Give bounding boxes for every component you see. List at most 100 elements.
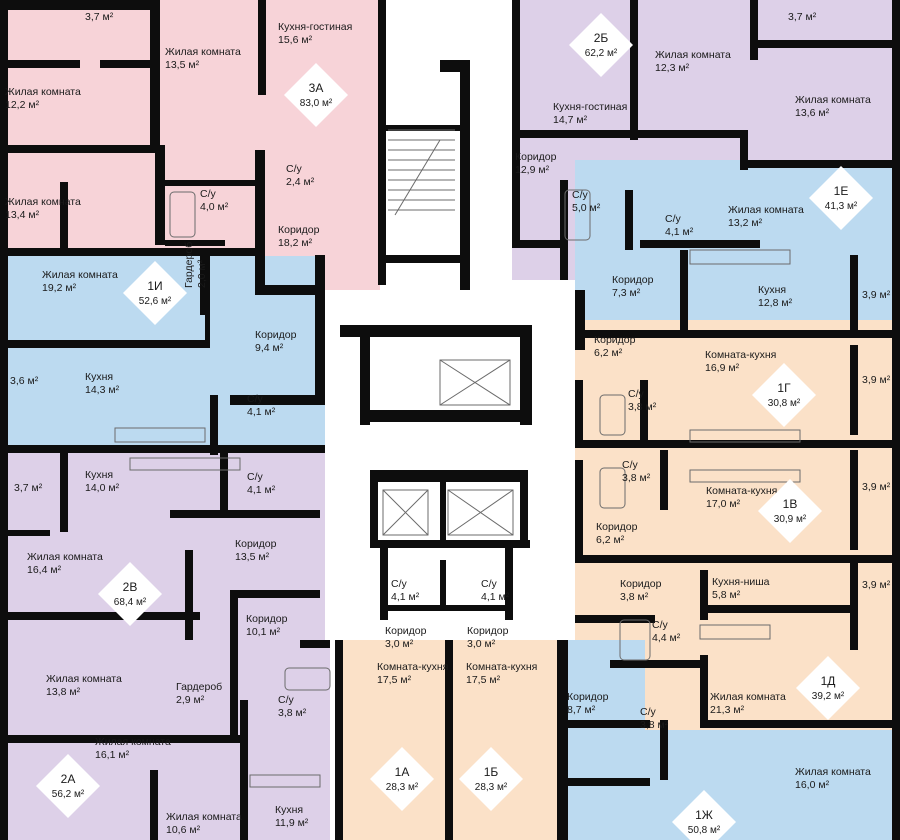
- wall-31: [230, 590, 238, 740]
- room-label: С/у4,4 м²: [652, 619, 681, 644]
- wall-63: [610, 660, 700, 668]
- wall-71: [445, 640, 453, 840]
- wall-1: [892, 0, 900, 840]
- room-area: 12,9 м²: [515, 164, 550, 176]
- room-name: Коридор: [594, 334, 636, 346]
- apartment-fill-6: [575, 320, 900, 440]
- wall-19: [230, 395, 325, 405]
- apartment-code: 1Г: [777, 381, 791, 395]
- wall-82: [380, 540, 388, 620]
- wall-50: [850, 255, 858, 335]
- room-area: 2,9 м²: [176, 694, 205, 706]
- room-name: Коридор: [620, 578, 662, 590]
- room-name: Коридор: [255, 329, 297, 341]
- wall-48: [575, 290, 585, 350]
- bathtub: [564, 189, 591, 241]
- wall-11: [165, 180, 255, 186]
- wall-69: [560, 778, 650, 786]
- wall-77: [375, 470, 525, 482]
- kitchen-counter: [689, 249, 791, 265]
- room-name: С/у: [286, 163, 303, 175]
- room-label: С/у4,1 м²: [665, 213, 694, 238]
- room-name: С/у: [391, 578, 408, 590]
- wall-18: [0, 340, 205, 348]
- elevator-shaft: [447, 489, 514, 536]
- elevator-shaft: [382, 489, 429, 536]
- apartment-code: 1Б: [484, 765, 499, 779]
- wall-55: [575, 555, 900, 563]
- apartment-code: 1И: [147, 279, 162, 293]
- wall-81: [370, 540, 530, 548]
- room-name: Коридор: [278, 224, 320, 236]
- badge-diamond: [284, 63, 348, 127]
- wall-0: [0, 0, 8, 840]
- room-name: Коридор: [467, 625, 509, 637]
- room-area: 21,3 м²: [710, 704, 745, 716]
- wall-2: [0, 0, 160, 10]
- room-area: 3,9 м²: [862, 289, 891, 301]
- badge-diamond: [459, 747, 523, 811]
- room-area: 14,3 м²: [85, 384, 120, 396]
- room-area: 16,4 м²: [27, 564, 62, 576]
- apartment-area: 56,2 м²: [52, 789, 85, 800]
- room-label: С/у5,0 м²: [572, 189, 601, 214]
- wall-61: [700, 570, 708, 620]
- room-area: 9,4 м²: [255, 342, 284, 354]
- room-area: 12,2 м²: [5, 99, 40, 111]
- room-name: С/у: [640, 706, 657, 718]
- kitchen-counter: [689, 469, 801, 483]
- room-name: Жилая комната: [95, 736, 171, 748]
- apartment-area: 62,2 м²: [585, 48, 618, 59]
- wall-47: [680, 250, 688, 330]
- badge-diamond: [809, 166, 873, 230]
- wall-76: [360, 410, 530, 422]
- room-name: С/у: [200, 188, 217, 200]
- room-name: Жилая комната: [165, 46, 241, 58]
- apartment-code: 1Ж: [695, 808, 713, 822]
- apartment-fill-7: [575, 440, 900, 575]
- room-name: Кухня: [85, 371, 113, 383]
- wall-42: [740, 160, 900, 168]
- wall-22: [210, 395, 218, 455]
- room-label: С/у3,8 м²: [640, 706, 669, 731]
- room-name: Коридор: [515, 151, 557, 163]
- bathtub: [169, 191, 196, 238]
- wall-41: [740, 130, 748, 170]
- room-name: С/у: [628, 388, 645, 400]
- room-name: Коридор: [596, 521, 638, 533]
- room-area: 7,3 м²: [612, 287, 641, 299]
- room-area: 3,9 м²: [862, 374, 891, 386]
- room-label: 3,7 м²: [14, 482, 43, 494]
- room-name: Жилая комната: [795, 94, 871, 106]
- room-area: 13,8 м²: [46, 686, 81, 698]
- room-area: 3,7 м²: [788, 11, 817, 23]
- room-area: 3,6 м²: [10, 375, 39, 387]
